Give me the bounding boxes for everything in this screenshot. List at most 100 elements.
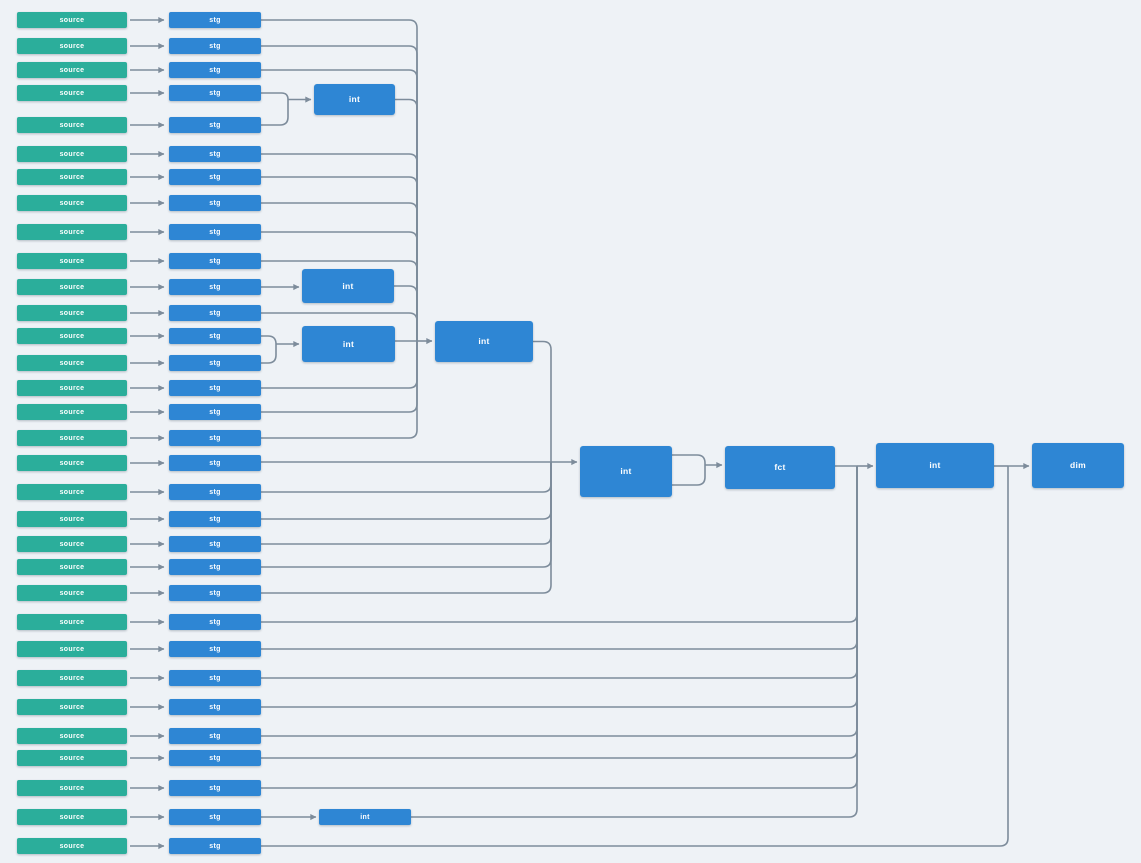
stg-node[interactable]: stg [169, 809, 261, 825]
int-node[interactable]: int [319, 809, 411, 825]
int-node[interactable]: int [435, 321, 533, 362]
source-node[interactable]: source [17, 62, 127, 78]
node-label: int [478, 336, 490, 347]
node-label: stg [209, 459, 221, 467]
source-node[interactable]: source [17, 328, 127, 344]
node-label: source [59, 589, 85, 597]
node-label: source [59, 16, 85, 24]
source-node[interactable]: source [17, 146, 127, 162]
stg-node[interactable]: stg [169, 85, 261, 101]
source-node[interactable]: source [17, 380, 127, 396]
source-node[interactable]: source [17, 641, 127, 657]
node-label: stg [209, 754, 221, 762]
int-node[interactable]: int [876, 443, 994, 488]
source-node[interactable]: source [17, 169, 127, 185]
node-label: stg [209, 408, 221, 416]
source-node[interactable]: source [17, 430, 127, 446]
stg-node[interactable]: stg [169, 38, 261, 54]
dim-node[interactable]: dim [1032, 443, 1124, 488]
edge [261, 176, 418, 341]
source-node[interactable]: source [17, 484, 127, 500]
source-node[interactable]: source [17, 614, 127, 630]
stg-node[interactable]: stg [169, 12, 261, 28]
stg-node[interactable]: stg [169, 641, 261, 657]
source-node[interactable]: source [17, 559, 127, 575]
node-label: dim [1069, 460, 1086, 471]
stg-node[interactable]: stg [169, 559, 261, 575]
stg-node[interactable]: stg [169, 728, 261, 744]
node-label: source [59, 66, 85, 74]
edge [261, 466, 858, 789]
stg-node[interactable]: stg [169, 484, 261, 500]
stg-node[interactable]: stg [169, 585, 261, 601]
source-node[interactable]: source [17, 750, 127, 766]
node-label: stg [209, 384, 221, 392]
source-node[interactable]: source [17, 536, 127, 552]
source-node[interactable]: source [17, 455, 127, 471]
stg-node[interactable]: stg [169, 355, 261, 371]
stg-node[interactable]: stg [169, 780, 261, 796]
stg-node[interactable]: stg [169, 699, 261, 715]
edge [261, 99, 289, 126]
stg-node[interactable]: stg [169, 195, 261, 211]
stg-node[interactable]: stg [169, 224, 261, 240]
source-node[interactable]: source [17, 404, 127, 420]
source-node[interactable]: source [17, 585, 127, 601]
stg-node[interactable]: stg [169, 838, 261, 854]
fct-node[interactable]: fct [725, 446, 835, 489]
source-node[interactable]: source [17, 699, 127, 715]
node-label: stg [209, 309, 221, 317]
edge [672, 465, 706, 486]
stg-node[interactable]: stg [169, 62, 261, 78]
stg-node[interactable]: stg [169, 614, 261, 630]
node-label: stg [209, 332, 221, 340]
int-node[interactable]: int [580, 446, 672, 497]
source-node[interactable]: source [17, 117, 127, 133]
node-label: source [59, 309, 85, 317]
source-node[interactable]: source [17, 38, 127, 54]
stg-node[interactable]: stg [169, 279, 261, 295]
source-node[interactable]: source [17, 780, 127, 796]
node-label: source [59, 150, 85, 158]
source-node[interactable]: source [17, 809, 127, 825]
stg-node[interactable]: stg [169, 380, 261, 396]
stg-node[interactable]: stg [169, 404, 261, 420]
stg-node[interactable]: stg [169, 117, 261, 133]
source-node[interactable]: source [17, 279, 127, 295]
node-label: stg [209, 150, 221, 158]
stg-node[interactable]: stg [169, 169, 261, 185]
node-label: source [59, 434, 85, 442]
stg-node[interactable]: stg [169, 253, 261, 269]
node-label: source [59, 563, 85, 571]
int-node[interactable]: int [302, 269, 394, 303]
source-node[interactable]: source [17, 85, 127, 101]
source-node[interactable]: source [17, 838, 127, 854]
stg-node[interactable]: stg [169, 536, 261, 552]
node-label: source [59, 540, 85, 548]
source-node[interactable]: source [17, 224, 127, 240]
stg-node[interactable]: stg [169, 305, 261, 321]
source-node[interactable]: source [17, 511, 127, 527]
stg-node[interactable]: stg [169, 670, 261, 686]
node-label: stg [209, 813, 221, 821]
int-node[interactable]: int [302, 326, 395, 362]
source-node[interactable]: source [17, 12, 127, 28]
node-label: source [59, 703, 85, 711]
source-node[interactable]: source [17, 670, 127, 686]
edge [261, 462, 552, 568]
stg-node[interactable]: stg [169, 511, 261, 527]
stg-node[interactable]: stg [169, 455, 261, 471]
stg-node[interactable]: stg [169, 430, 261, 446]
source-node[interactable]: source [17, 195, 127, 211]
source-node[interactable]: source [17, 253, 127, 269]
stg-node[interactable]: stg [169, 328, 261, 344]
source-node[interactable]: source [17, 355, 127, 371]
node-label: source [59, 332, 85, 340]
stg-node[interactable]: stg [169, 750, 261, 766]
source-node[interactable]: source [17, 728, 127, 744]
stg-node[interactable]: stg [169, 146, 261, 162]
source-node[interactable]: source [17, 305, 127, 321]
int-node[interactable]: int [314, 84, 395, 115]
